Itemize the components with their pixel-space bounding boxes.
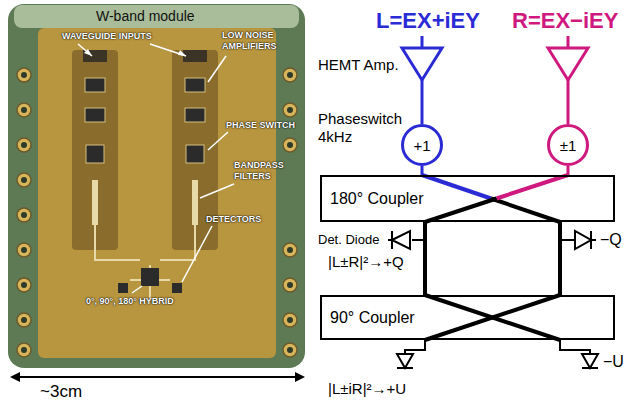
signal-line [567,166,570,175]
blue-wire [421,36,424,48]
coupler-path [497,175,569,199]
magenta-wire [567,80,570,124]
gold-board [38,28,276,358]
output-label: −Q [600,230,622,249]
photo-label: DETECTORS [206,214,261,225]
module-housing [8,4,305,368]
photo-leaders [78,44,234,293]
component-label: Det. Diode [318,232,379,248]
photo-title: W-band module [96,8,195,25]
amplifier-symbol [548,48,588,80]
photo-label: PHASE SWITCH [226,120,295,131]
signal-line [421,166,424,175]
node-text: 90° Coupler [330,309,415,327]
coupler-path [425,199,497,223]
board-traces [95,225,195,300]
waveguide-inputs [83,50,207,62]
screw-centres [21,72,293,353]
coupler-path [425,295,560,340]
component-label: HEMT Amp. [318,56,399,74]
coupler-path [491,199,560,223]
output-label: −U [603,352,624,371]
dimension-label: ~3cm [40,382,82,402]
output-label: |L±iR|²→+U [328,380,406,398]
hybrid-chip [141,268,159,286]
component-label: Phaseswitch 4kHz [318,110,406,146]
photo-label: 0°, 90°, 180° HYBRID [86,296,174,307]
coupler-box: 180° Coupler [320,175,615,222]
photo-label: WAVEGUIDE INPUTS [62,31,152,42]
node-text: +1 [413,137,430,154]
photo-label: BANDPASS FILTERS [234,160,292,182]
amplifier-symbol [402,48,442,80]
blue-wire [421,80,424,124]
phase-switch-circle: +1 [401,124,443,166]
coupler-path [425,295,560,340]
magenta-wire [567,36,570,48]
mmic-chips [85,78,205,163]
left-channel [72,50,118,250]
bandpass-filters [92,180,198,225]
phase-switch-circle: ±1 [547,124,589,166]
photo-arrowheads [84,49,186,56]
diode-wires [388,240,596,354]
output-label: |L±R|²→+Q [328,253,404,271]
screw-holes [17,68,297,357]
housing-top [14,5,299,28]
coupler-box: 90° Coupler [320,295,615,340]
dimension-arrow [10,372,305,382]
diode-symbol [392,231,598,368]
node-text: ±1 [560,137,577,154]
coupler-path [422,175,491,199]
signal-line [425,222,560,295]
node-text: 180° Coupler [330,190,424,208]
photo-label: LOW NOISE AMPLIFIERS [222,30,288,52]
signal-name: L=EX+iEY [376,8,480,34]
detector-chips [118,283,182,293]
signal-name: R=EX−iEY [512,8,618,34]
